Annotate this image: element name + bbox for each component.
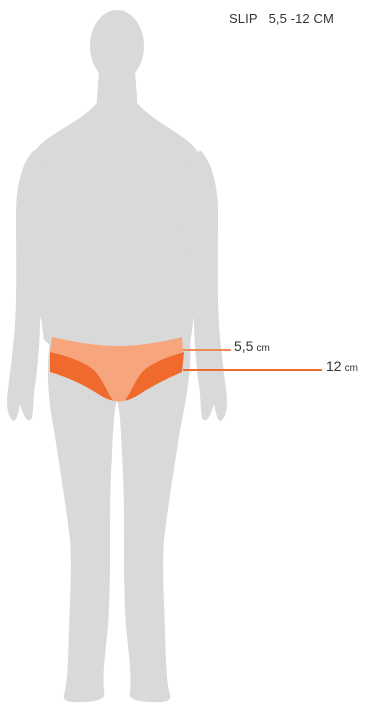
measurement-label-5-5: 5,5cm xyxy=(234,339,270,356)
measurement-label-12: 12cm xyxy=(326,359,358,376)
